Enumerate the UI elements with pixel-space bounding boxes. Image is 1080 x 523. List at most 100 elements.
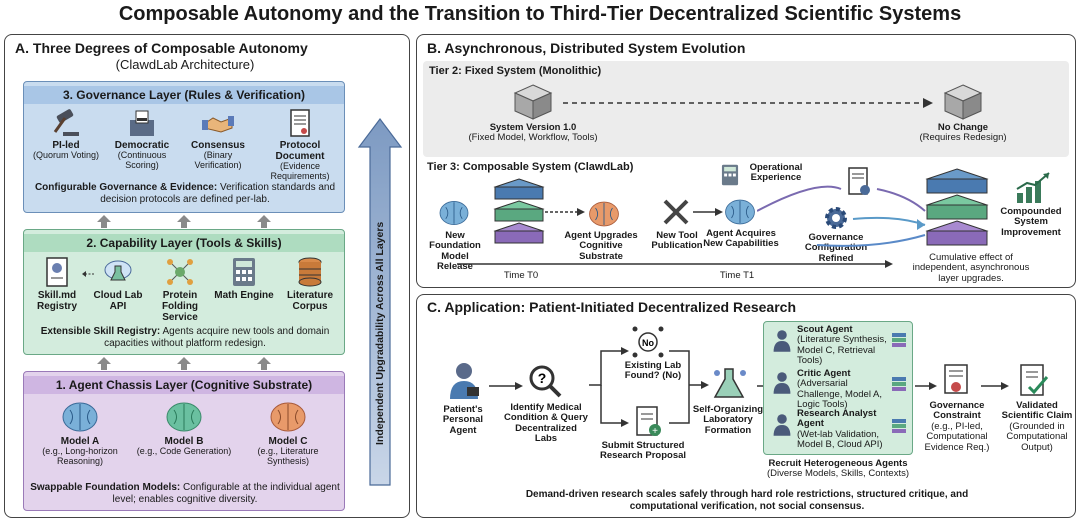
merge-arrows bbox=[669, 350, 709, 424]
agent-critic-name: Critic Agent bbox=[797, 368, 851, 379]
tier2-right-title: No Change bbox=[937, 122, 989, 133]
upgradability-arrow bbox=[357, 118, 403, 486]
tier2-label: Tier 2: Fixed System (Monolithic) bbox=[429, 65, 602, 77]
person-icon bbox=[773, 414, 791, 436]
tier2-left: System Version 1.0 (Fixed Model, Workflo… bbox=[463, 122, 603, 144]
document-icon bbox=[848, 167, 870, 195]
cumulative-label: Cumulative effect of independent, asynch… bbox=[912, 252, 1030, 284]
governance-layer-desc: Configurable Governance & Evidence: Veri… bbox=[30, 182, 340, 205]
certificate-icon bbox=[944, 364, 968, 394]
capability-item-math-name: Math Engine bbox=[214, 290, 274, 301]
tier3-curves bbox=[757, 185, 926, 247]
recruit-label: Recruit Heterogeneous Agents (Diverse Mo… bbox=[757, 458, 919, 480]
new-model-label: New Foundation Model Release bbox=[429, 230, 481, 273]
capability-layer-title: 2. Capability Layer (Tools & Skills) bbox=[24, 234, 344, 252]
cloud-flask-icon bbox=[104, 260, 132, 281]
capability-desc-bold: Extensible Skill Registry: bbox=[40, 326, 161, 337]
gov-constraint-detail: (e.g., PI-led, Computational Evidence Re… bbox=[924, 420, 990, 453]
flask-icon bbox=[713, 368, 746, 398]
agent-analyst: Research Analyst Agent (Wet-lab Validati… bbox=[797, 408, 889, 451]
network-no-icon: No bbox=[632, 326, 664, 358]
new-tool-label: New Tool Publication bbox=[651, 230, 703, 252]
flow-arrow bbox=[489, 382, 523, 390]
time-t1: Time T1 bbox=[719, 270, 755, 281]
registry-icon bbox=[46, 257, 68, 287]
handshake-icon bbox=[202, 116, 234, 133]
tier2-left-title: System Version 1.0 bbox=[489, 122, 577, 133]
time-t0: Time T0 bbox=[503, 270, 539, 281]
agent-scout-name: Scout Agent bbox=[797, 324, 853, 335]
flow-arrow bbox=[915, 382, 937, 390]
capability-item-protein: Protein Folding Service bbox=[150, 256, 210, 323]
validated-detail: (Grounded in Computational Output) bbox=[1006, 420, 1068, 453]
agent-critic-detail: (Adversarial Challenge, Model A, Logic T… bbox=[797, 378, 883, 411]
capability-dashed-arrow bbox=[82, 271, 94, 277]
capability-item-literature: Literature Corpus bbox=[278, 256, 342, 312]
person-icon bbox=[450, 363, 479, 399]
governance-item-pi-name: PI-led bbox=[52, 140, 80, 151]
governance-item-consensus: Consensus (Binary Verification) bbox=[184, 108, 252, 171]
chassis-item-model-b: Model B (e.g., Code Generation) bbox=[136, 400, 232, 457]
capability-item-literature-name: Literature Corpus bbox=[286, 290, 334, 312]
tier3-arrow-2 bbox=[693, 208, 723, 216]
tier2-right-detail: (Requires Redesign) bbox=[919, 132, 1007, 144]
brain-icon bbox=[725, 199, 755, 225]
patient-label: Patient's Personal Agent bbox=[442, 404, 484, 436]
document-icon bbox=[290, 109, 310, 137]
chassis-desc-text: Configurable at the individual agent lev… bbox=[112, 482, 340, 505]
person-icon bbox=[773, 330, 791, 352]
compounded-label: Compounded System Improvement bbox=[1000, 206, 1062, 238]
person-icon bbox=[773, 372, 791, 394]
brain-icon bbox=[589, 201, 619, 227]
chassis-item-model-c-detail: (e.g., Literature Synthesis) bbox=[257, 446, 319, 466]
validated-claim: Validated Scientific Claim (Grounded in … bbox=[999, 400, 1075, 453]
validated-title: Validated Scientific Claim bbox=[1001, 400, 1073, 422]
governance-item-protocol: Protocol Document (Evidence Requirements… bbox=[258, 108, 342, 182]
database-icon bbox=[298, 257, 322, 287]
panel-a: A. Three Degrees of Composable Autonomy … bbox=[4, 34, 410, 518]
capability-item-protein-name: Protein Folding Service bbox=[161, 290, 199, 323]
layer-arrows-bottom bbox=[97, 357, 271, 370]
panel-c-heading: C. Application: Patient-Initiated Decent… bbox=[427, 299, 797, 315]
chassis-item-model-c: Model C (e.g., Literature Synthesis) bbox=[240, 400, 336, 467]
tier2-dashed-arrow bbox=[563, 98, 933, 108]
chassis-item-model-a-name: Model A bbox=[60, 436, 100, 447]
growth-chart-icon bbox=[1016, 172, 1050, 203]
tier2-box: Tier 2: Fixed System (Monolithic) System… bbox=[423, 61, 1069, 157]
chassis-desc-bold: Swappable Foundation Models: bbox=[30, 482, 181, 493]
governance-item-pi: PI-led (Quorum Voting) bbox=[32, 108, 100, 161]
capability-item-skill: Skill.md Registry bbox=[28, 256, 86, 312]
proposal-icon: + bbox=[636, 406, 661, 437]
chassis-item-model-c-name: Model C bbox=[268, 436, 308, 447]
panel-c: C. Application: Patient-Initiated Decent… bbox=[416, 294, 1076, 518]
chassis-item-model-b-detail: (e.g., Code Generation) bbox=[136, 446, 232, 456]
capability-desc-text: Agents acquire new tools and domain capa… bbox=[104, 326, 330, 349]
capability-item-math: Math Engine bbox=[214, 256, 274, 301]
panel-b: B. Asynchronous, Distributed System Evol… bbox=[416, 34, 1076, 288]
chassis-item-model-a-detail: (e.g., Long-horizon Reasoning) bbox=[42, 446, 118, 466]
panel-a-subheading: (ClawdLab Architecture) bbox=[115, 57, 255, 72]
agent-critic: Critic Agent (Adversarial Challenge, Mod… bbox=[797, 368, 889, 411]
box-icon bbox=[513, 84, 553, 120]
panel-a-heading: A. Three Degrees of Composable Autonomy bbox=[15, 40, 308, 56]
panel-c-footer: Demand-driven research scales safely thr… bbox=[525, 489, 969, 512]
governance-item-democratic-name: Democratic bbox=[114, 140, 170, 151]
identify-label: Identify Medical Condition & Query Decen… bbox=[504, 402, 588, 445]
wrench-icon bbox=[663, 199, 689, 225]
governance-item-consensus-detail: (Binary Verification) bbox=[194, 150, 242, 170]
chassis-layer-desc: Swappable Foundation Models: Configurabl… bbox=[30, 482, 340, 505]
box-icon bbox=[943, 84, 983, 120]
tier3-arrow-1 bbox=[545, 208, 585, 216]
layer-stack-icon bbox=[493, 178, 545, 244]
recruit-title: Recruit Heterogeneous Agents bbox=[768, 458, 908, 469]
selforg-label: Self-Organizing Laboratory Formation bbox=[692, 404, 764, 436]
flow-arrow bbox=[981, 382, 1009, 390]
agent-analyst-detail: (Wet-lab Validation, Model B, Cloud API) bbox=[797, 428, 883, 451]
governance-desc-text: Verification standards and decision prot… bbox=[100, 182, 336, 205]
agent-scout: Scout Agent (Literature Synthesis, Model… bbox=[797, 324, 889, 367]
chassis-item-model-b-name: Model B bbox=[164, 436, 204, 447]
governance-item-protocol-name: Protocol Document bbox=[275, 140, 325, 162]
chassis-item-model-a: Model A (e.g., Long-horizon Reasoning) bbox=[32, 400, 128, 467]
governance-layer-title: 3. Governance Layer (Rules & Verificatio… bbox=[24, 86, 344, 104]
governance-layer: 3. Governance Layer (Rules & Verificatio… bbox=[23, 81, 345, 213]
